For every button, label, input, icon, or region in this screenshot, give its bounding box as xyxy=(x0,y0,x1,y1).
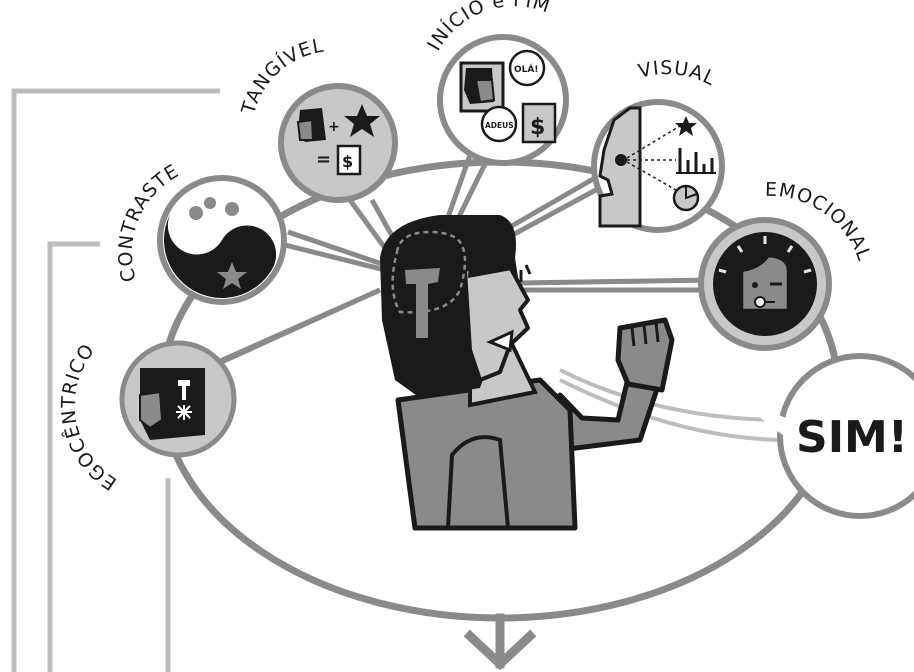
sim-text: SIM! xyxy=(796,412,908,463)
bubble-emocional xyxy=(701,220,829,348)
bubble-tangivel: + = $ xyxy=(281,86,395,200)
plus-sign: + xyxy=(328,119,340,135)
mouth-icon xyxy=(755,297,765,307)
spark-icon xyxy=(176,405,192,420)
bubble-visual xyxy=(594,102,722,230)
label-egocentrico: EGOCÊNTRICO xyxy=(58,340,121,495)
equals-sign: = xyxy=(316,149,331,170)
dollar-sign: $ xyxy=(530,115,545,140)
sim-bubble: SIM! xyxy=(745,356,914,516)
bubble-egocentrico xyxy=(122,343,234,455)
dollar-sign: $ xyxy=(342,152,353,171)
bubble-contraste xyxy=(143,178,287,319)
bubble-inicio-fim: OLÁ! $ ADEUS xyxy=(440,37,566,163)
eye-icon xyxy=(615,154,627,166)
down-arrow-icon xyxy=(470,618,530,664)
label-visual: VISUAL xyxy=(636,57,719,90)
adeus-text: ADEUS xyxy=(485,121,514,130)
ola-text: OLÁ! xyxy=(514,63,538,75)
main-character xyxy=(380,215,672,528)
